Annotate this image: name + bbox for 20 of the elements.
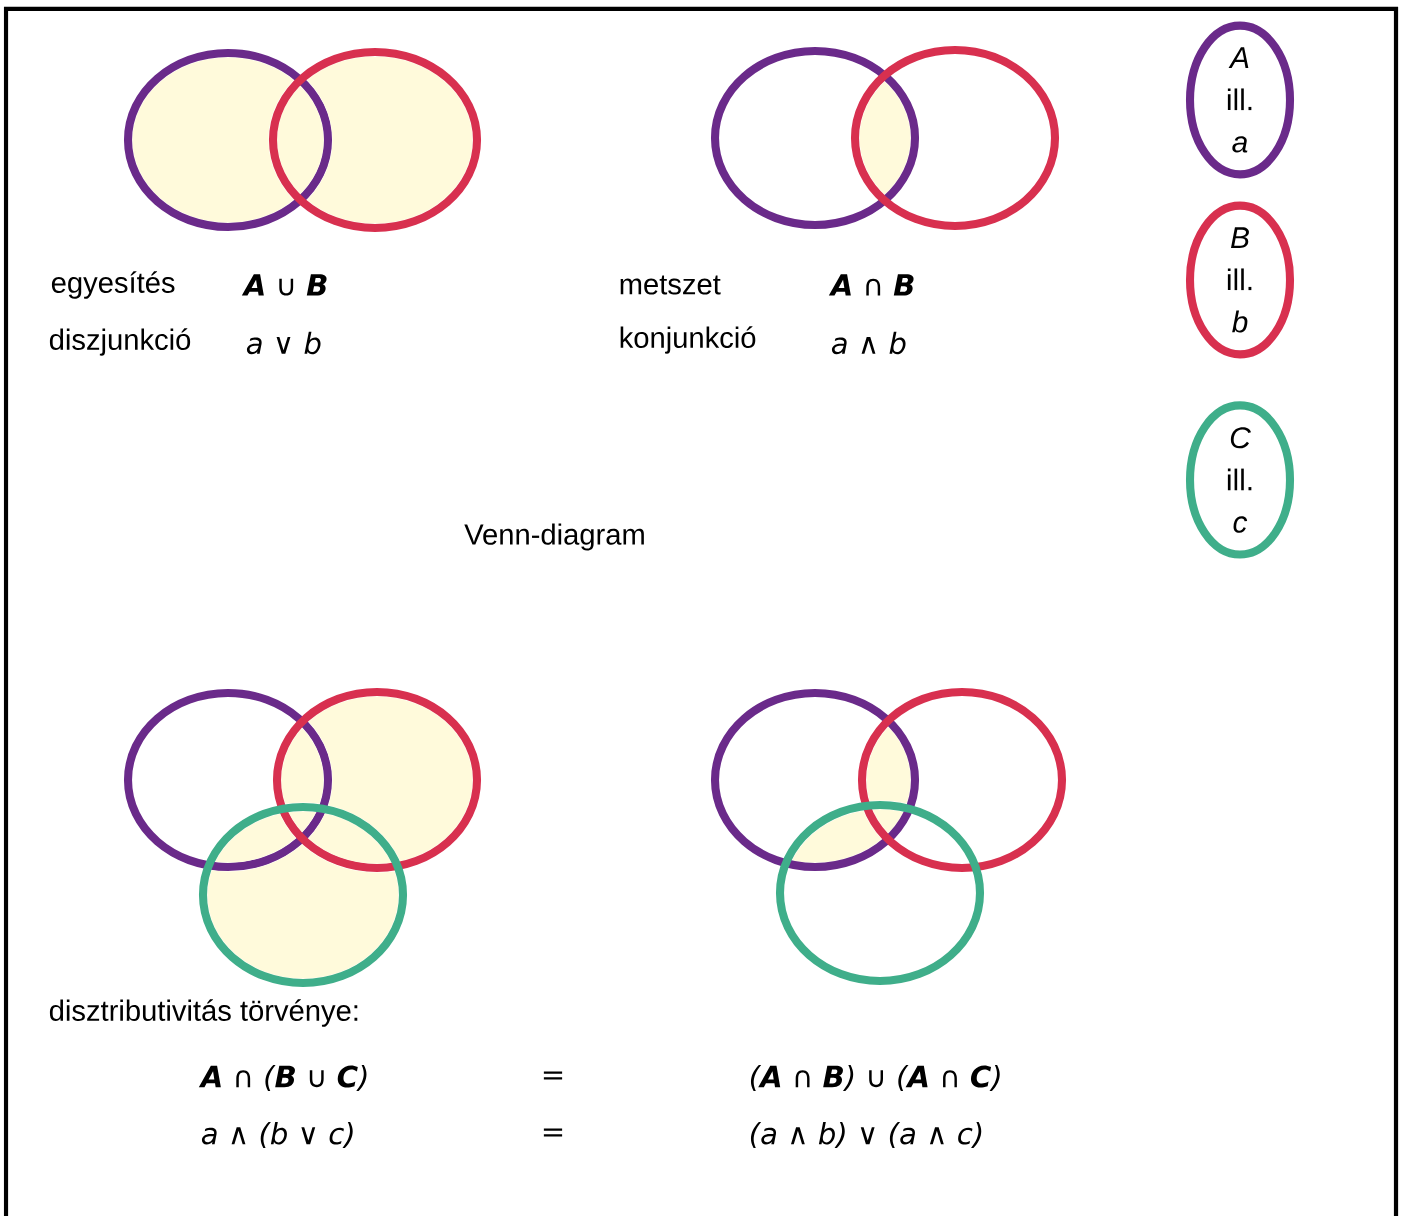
set-circle <box>710 46 920 229</box>
formula-label: a ∧ b <box>831 331 906 355</box>
set-circle <box>198 802 408 987</box>
formula-label: = <box>543 1128 563 1137</box>
set-circle <box>857 687 1067 872</box>
formula-label: a ∧ (b ∨ c) <box>201 1122 353 1148</box>
formula-label: A ∩ (B ∪ C) <box>198 1065 367 1091</box>
term-label: diszjunkció <box>49 328 191 356</box>
set-circle <box>775 800 985 985</box>
set-circle <box>123 688 333 871</box>
set-circle <box>710 688 920 871</box>
formula-label: A ∪ B <box>241 274 327 296</box>
formula-label: a ∨ b <box>246 331 321 355</box>
formula-label: = <box>543 1071 563 1080</box>
set-circle <box>268 47 482 232</box>
diagram-title: Venn-diagram <box>464 523 644 551</box>
term-label: konjunkció <box>620 326 756 354</box>
formula-label: (a ∧ b) ∨ (a ∧ c) <box>750 1122 982 1148</box>
formula-label: A ∩ B <box>828 274 914 296</box>
set-circle <box>850 45 1060 230</box>
